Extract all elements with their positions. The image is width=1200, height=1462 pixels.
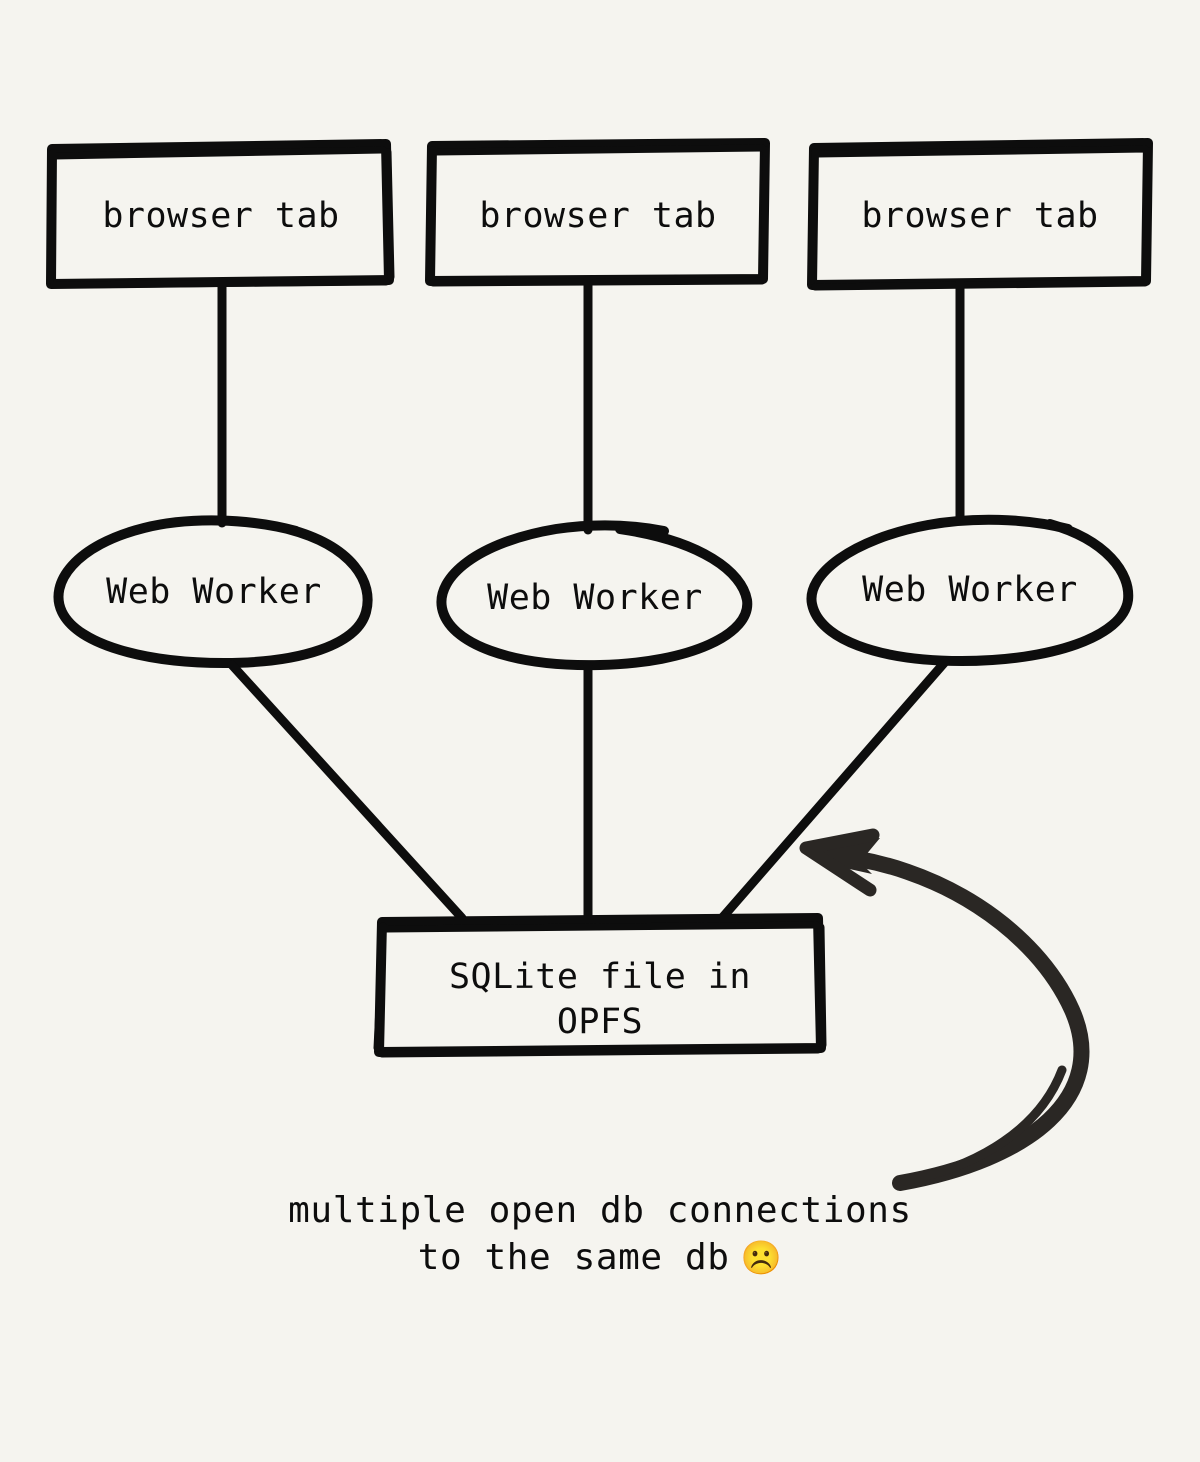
browser-tab-label-3: browser tab — [861, 196, 1099, 236]
storage-label-line2: OPFS — [556, 1001, 644, 1042]
browser-tab-box-2 — [425, 138, 770, 287]
connector-worker1-storage — [227, 660, 467, 923]
web-worker-label-2: Web Worker — [487, 578, 703, 618]
web-worker-ellipse-1 — [53, 515, 373, 668]
web-worker-ellipse-3 — [806, 514, 1134, 666]
annotation-line-1: multiple open db connections — [288, 1190, 912, 1231]
browser-tab-box-1 — [46, 139, 395, 289]
browser-tab-box-3 — [807, 138, 1153, 291]
browser-tab-label-1: browser tab — [102, 196, 340, 236]
annotation-caption: multiple open db connections to the same … — [160, 1188, 1040, 1282]
frowning-face-icon: ☹️ — [729, 1237, 783, 1277]
annotation-arrow — [799, 828, 1090, 1191]
web-worker-ellipse-2 — [436, 520, 753, 671]
web-worker-label-3: Web Worker — [862, 570, 1078, 610]
storage-label-line1: SQLite file in — [448, 957, 751, 997]
web-worker-label-1: Web Worker — [106, 572, 322, 612]
browser-tab-label-2: browser tab — [479, 196, 717, 236]
sqlite-storage-box — [373, 913, 827, 1058]
connector-worker3-storage — [717, 657, 950, 923]
annotation-line-2: to the same db — [417, 1236, 730, 1278]
